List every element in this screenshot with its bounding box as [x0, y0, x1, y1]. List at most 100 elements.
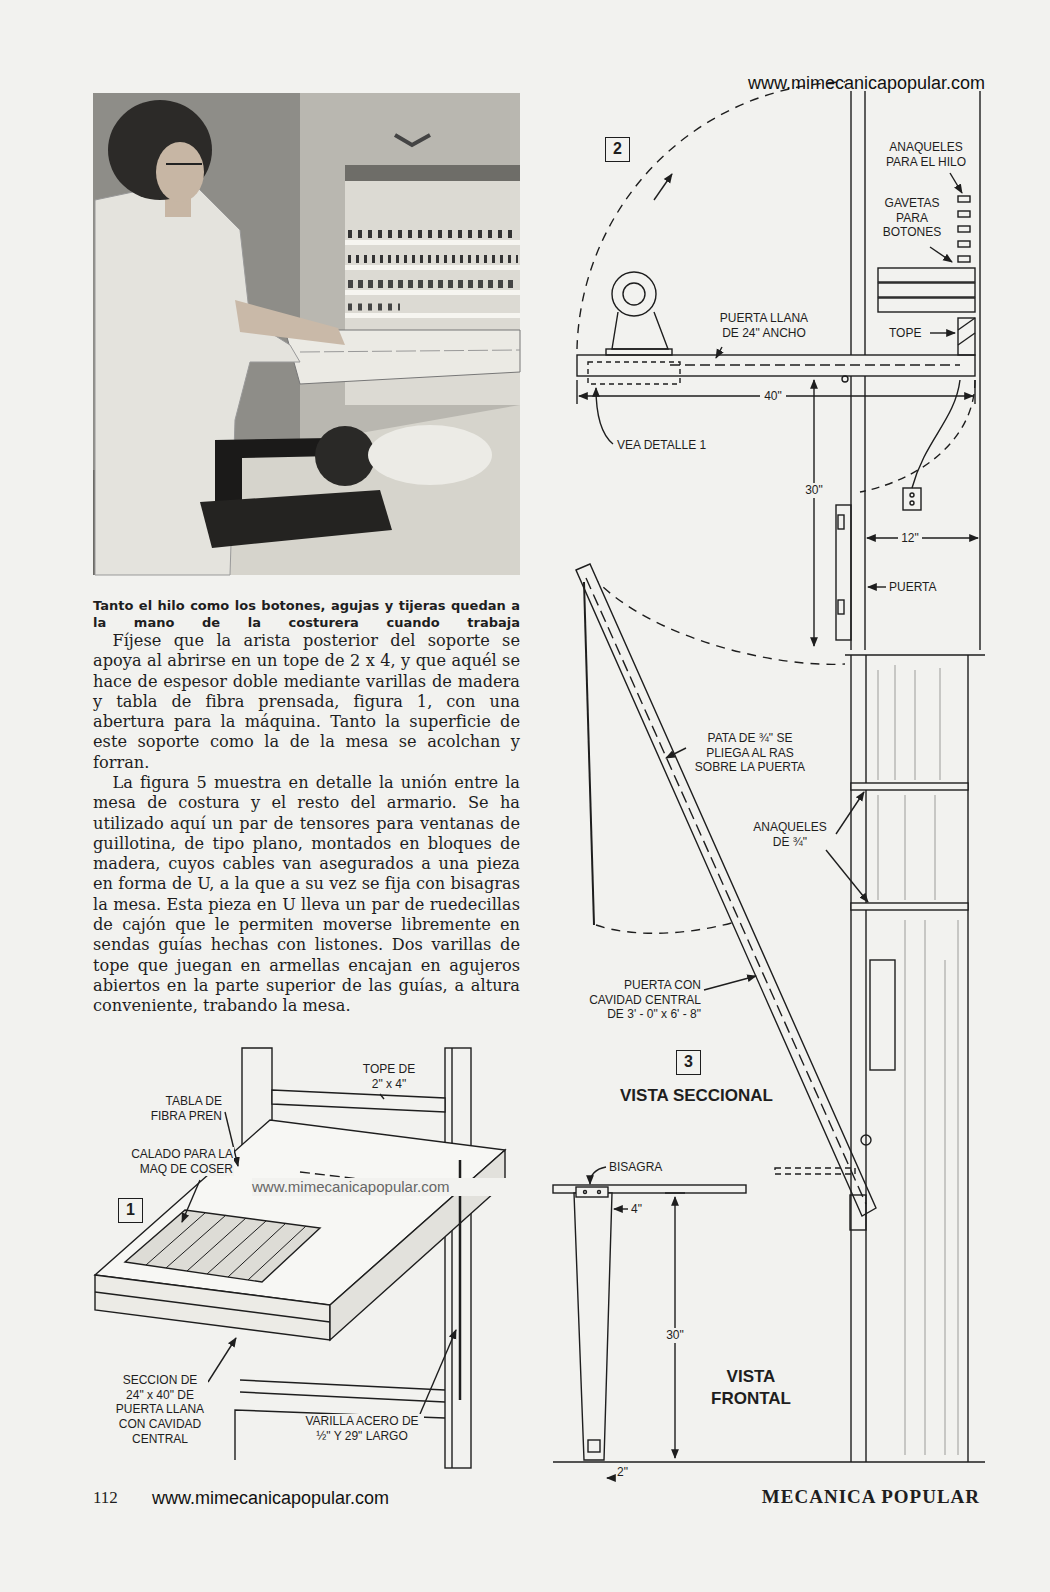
- figure-one-drawing: [146, 1213, 205, 1265]
- body-paragraph: La figura 5 muestra en detalle la unión …: [93, 773, 520, 1017]
- callout-label: VEA DETALLE 1: [616, 438, 726, 453]
- figure-three-drawing: [588, 1440, 600, 1452]
- figure-three-drawing: [851, 903, 968, 910]
- dimension-label: 40": [760, 389, 786, 404]
- photo: [93, 93, 520, 575]
- figure-three-drawing: [596, 922, 735, 933]
- view-title: VISTA SECCIONAL: [620, 1085, 780, 1107]
- figure-three-drawing: [945, 960, 946, 1455]
- figure-two-drawing: [958, 333, 975, 345]
- callout-label: VARILLA ACERO DE ½" Y 29" LARGO: [300, 1414, 424, 1443]
- figure-two-drawing: [878, 298, 975, 312]
- figure-two-drawing: [930, 332, 955, 333]
- figure-three-drawing: [865, 655, 866, 1462]
- figure-three-drawing: [590, 1167, 606, 1184]
- figure-three-drawing: [967, 655, 968, 1462]
- figure-two-drawing: [868, 586, 886, 587]
- figure-three-drawing: [870, 960, 895, 1070]
- figure-two-drawing: [860, 380, 975, 492]
- figure-three-drawing: [878, 795, 879, 900]
- figure-two-drawing: [813, 380, 814, 646]
- figure-two-drawing: [910, 501, 914, 505]
- figure-two-drawing: [878, 268, 975, 282]
- figure-two-drawing: [958, 226, 970, 232]
- figure-three-drawing: [850, 1195, 866, 1230]
- figure-number: 1: [119, 1199, 142, 1220]
- dimension-label: 4": [630, 1202, 650, 1217]
- callout-label: PATA DE ¾" SE PLIEGA AL RAS SOBRE LA PUE…: [688, 731, 812, 775]
- figure-three-drawing: [553, 564, 985, 1478]
- photo: [235, 300, 345, 345]
- figure-number-box: 3: [676, 1050, 701, 1075]
- figure-one-drawing: [166, 1215, 226, 1268]
- figure-one-drawing: [95, 1048, 505, 1468]
- figure-three-drawing: [584, 582, 594, 925]
- figure-three-drawing: [704, 976, 756, 990]
- photo-caption: Tanto el hilo como los botones, agujas y…: [93, 597, 520, 631]
- figure-one-drawing: [240, 1392, 445, 1402]
- figure-three-drawing: [607, 1477, 614, 1478]
- figure-two-drawing: [596, 388, 613, 444]
- figure-three-drawing: [614, 1208, 628, 1209]
- figure-three-drawing: [905, 920, 906, 1455]
- photo: [348, 230, 518, 238]
- photo: [348, 280, 518, 288]
- figure-three-drawing: [925, 920, 926, 1455]
- figure-one-drawing: [95, 1292, 330, 1322]
- figure-one-drawing: [95, 1275, 330, 1340]
- figure-two-drawing: [838, 515, 844, 529]
- figure-one-drawing: [451, 1048, 452, 1468]
- figure-three-drawing: [850, 655, 851, 1462]
- figure-three-drawing: [851, 783, 968, 790]
- figure-two-drawing: [958, 241, 970, 247]
- figure-one-drawing: [420, 1330, 456, 1414]
- figure-three-drawing: [878, 670, 879, 780]
- page-number: 112: [93, 1487, 143, 1509]
- figure-one-drawing: [272, 1090, 445, 1112]
- figure-two-drawing: [612, 312, 668, 349]
- figure-three-drawing: [553, 1461, 985, 1462]
- figure-two-drawing: [577, 355, 975, 376]
- watermark: www.mimecanicapopular.com: [252, 1178, 520, 1196]
- figure-three-drawing: [861, 1135, 871, 1145]
- figure-one-drawing: [182, 1180, 200, 1222]
- figure-two-drawing: [912, 380, 960, 488]
- figure-two-drawing: [577, 82, 845, 349]
- figure-three-drawing: [666, 748, 686, 758]
- figure-three-drawing: [576, 1187, 608, 1197]
- photo: [345, 290, 520, 295]
- figure-number-box: 1: [118, 1198, 143, 1223]
- callout-label: CALADO PARA LA MAQ DE COSER: [112, 1147, 234, 1176]
- figure-two-drawing: [606, 349, 672, 355]
- figure-two-drawing: [979, 91, 980, 650]
- photo: [348, 255, 518, 263]
- photo: [166, 163, 202, 165]
- dimension-label: 30": [802, 483, 826, 498]
- figure-two-drawing: [670, 364, 960, 365]
- figure-one-drawing: [248, 1226, 306, 1280]
- photo: [348, 304, 400, 311]
- dimension-label: 12": [898, 531, 922, 546]
- figure-three-drawing: [584, 1191, 587, 1194]
- figure-three-drawing: [598, 1191, 601, 1194]
- figure-three-drawing: [940, 668, 941, 780]
- photo: [200, 490, 392, 548]
- dimension-label: 30": [662, 1328, 688, 1343]
- figure-three-drawing: [586, 578, 866, 1204]
- figure-number-box: 2: [605, 137, 630, 162]
- figure-two-drawing: [838, 600, 844, 614]
- figure-one-drawing: [380, 1094, 384, 1099]
- magazine-name: MECANICA POPULAR: [620, 1485, 980, 1509]
- figure-three-drawing: [958, 920, 959, 1455]
- photo: [345, 165, 520, 181]
- photo: [345, 240, 520, 245]
- figure-one-drawing: [228, 1223, 286, 1277]
- figure-one-drawing: [240, 1380, 445, 1390]
- web-address: www.mimecanicapopular.com: [700, 72, 985, 94]
- figure-two-drawing: [930, 247, 952, 262]
- figure-three-drawing: [665, 1192, 685, 1193]
- figure-two-drawing: [612, 272, 656, 316]
- figure-two-drawing: [836, 505, 851, 640]
- figure-two-drawing: [910, 493, 914, 497]
